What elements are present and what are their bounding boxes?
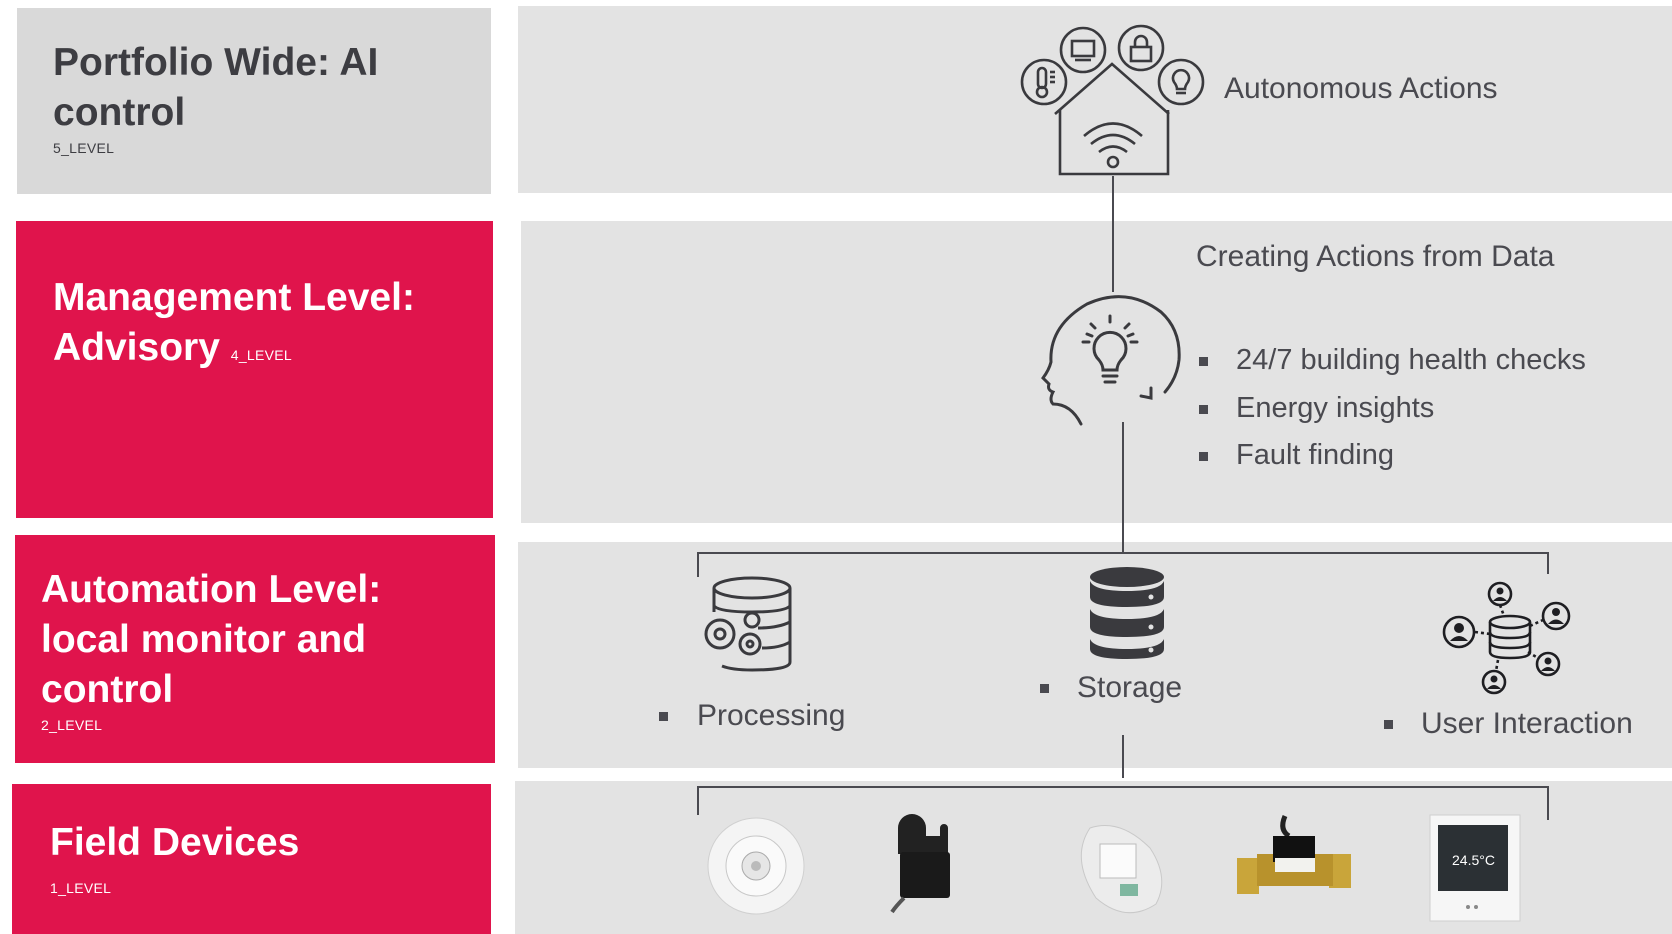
level5-title: Portfolio Wide: AI control <box>53 38 378 138</box>
bullet-storage <box>1040 684 1049 693</box>
level1-tag: 1_LEVEL <box>50 880 112 896</box>
bulb-icon <box>1157 58 1205 106</box>
head-idea-icon <box>1041 295 1181 426</box>
smart-home-icon <box>1020 24 1205 176</box>
autonomous-actions-label: Autonomous Actions <box>1224 72 1498 105</box>
advisory-bullet-1: 24/7 building health checks <box>1236 344 1586 376</box>
storage-label: Storage <box>1077 671 1183 704</box>
advisory-bullet-3: Fault finding <box>1236 439 1394 471</box>
humidity-sensor-icon <box>1080 825 1163 914</box>
level4-title: Management Level: Advisory 4_LEVEL <box>53 273 415 380</box>
level4-tag: 4_LEVEL <box>230 347 293 363</box>
flow-meter-icon <box>1237 815 1351 894</box>
level5-box: Portfolio Wide: AI control 5_LEVEL <box>17 8 491 194</box>
bullet-2 <box>1199 405 1208 414</box>
level4-title-line1: Management Level: <box>53 276 415 319</box>
database-icon <box>1090 567 1164 659</box>
users-database-icon <box>1442 581 1571 695</box>
level2-title-line1: Automation Level: <box>41 568 382 611</box>
user-interaction-label: User Interaction <box>1421 707 1633 740</box>
level2-box: Automation Level: local monitor and cont… <box>15 535 495 763</box>
bullet-1 <box>1199 357 1208 366</box>
panel-level4 <box>521 221 1672 523</box>
advisory-bullet-2: Energy insights <box>1236 392 1435 424</box>
bullet-processing <box>659 712 668 721</box>
level5-tag: 5_LEVEL <box>53 140 115 156</box>
tv-icon <box>1059 26 1107 74</box>
level2-title-line3: control <box>41 668 174 711</box>
level2-title: Automation Level: local monitor and cont… <box>41 565 381 715</box>
level1-box: Field Devices 1_LEVEL <box>12 784 491 934</box>
thermostat-icon <box>1020 58 1068 106</box>
current-clamp-icon <box>890 814 950 914</box>
bullet-user-interaction <box>1384 720 1393 729</box>
creating-actions-label: Creating Actions from Data <box>1196 240 1555 273</box>
level4-box: Management Level: Advisory 4_LEVEL <box>16 221 493 518</box>
level4-title-line2: Advisory <box>53 326 220 369</box>
level5-title-line1: Portfolio Wide: AI <box>53 41 379 84</box>
processing-label: Processing <box>697 699 846 732</box>
level2-tag: 2_LEVEL <box>41 717 103 733</box>
database-gears-icon <box>704 576 792 672</box>
bullet-3 <box>1199 452 1208 461</box>
panel-level5 <box>518 6 1672 193</box>
thermostat-display: 24.5°C <box>1452 852 1495 868</box>
lock-icon <box>1117 24 1165 72</box>
thermostat-panel-icon: 24.5°C <box>1429 814 1521 922</box>
level5-title-line2: control <box>53 91 186 134</box>
level2-title-line2: local monitor and <box>41 618 367 661</box>
motion-sensor-icon <box>707 817 805 915</box>
level1-title: Field Devices <box>50 821 300 864</box>
